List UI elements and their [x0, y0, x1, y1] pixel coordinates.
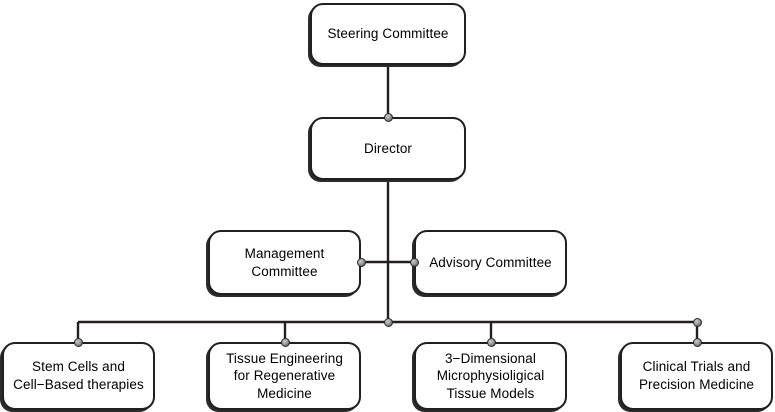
node-label-stem-cells: Stem Cells and Cell−Based therapies: [13, 359, 144, 392]
node-clinical-trials[interactable]: Clinical Trials and Precision Medicine: [620, 342, 773, 410]
connector-dot-bus-right: [692, 317, 702, 327]
node-stem-cells[interactable]: Stem Cells and Cell−Based therapies: [2, 342, 155, 410]
node-steering-committee[interactable]: Steering Committee: [310, 3, 466, 65]
connector-dot-clinical-trials-top: [692, 337, 702, 347]
node-label-steering-committee: Steering Committee: [327, 26, 449, 42]
node-three-dimensional-models[interactable]: 3−Dimensional Microphysioligical Tissue …: [414, 342, 567, 410]
connector-dot-bus-center: [383, 317, 393, 327]
connector-dot-stem-cells-top: [73, 337, 83, 347]
node-management-committee[interactable]: Management Committee: [208, 230, 361, 295]
node-label-tissue-engineering: Tissue Engineering for Regenerative Medi…: [226, 350, 343, 401]
connector-dot-director-top: [383, 112, 393, 122]
connector-dot-advisory-left: [409, 257, 419, 267]
node-advisory-committee[interactable]: Advisory Committee: [414, 230, 567, 295]
node-tissue-engineering[interactable]: Tissue Engineering for Regenerative Medi…: [208, 342, 361, 410]
connector-dot-management-right: [356, 257, 366, 267]
node-label-clinical-trials: Clinical Trials and Precision Medicine: [638, 359, 755, 392]
node-label-director: Director: [363, 140, 413, 156]
node-label-three-dimensional-models: 3−Dimensional Microphysioligical Tissue …: [436, 350, 545, 401]
connector-dot-tissue-engineering-top: [280, 337, 290, 347]
node-director[interactable]: Director: [310, 117, 466, 180]
node-label-advisory-committee: Advisory Committee: [429, 254, 552, 270]
node-label-management-committee: Management Committee: [244, 245, 325, 279]
connector-dot-3d-models-top: [486, 337, 496, 347]
